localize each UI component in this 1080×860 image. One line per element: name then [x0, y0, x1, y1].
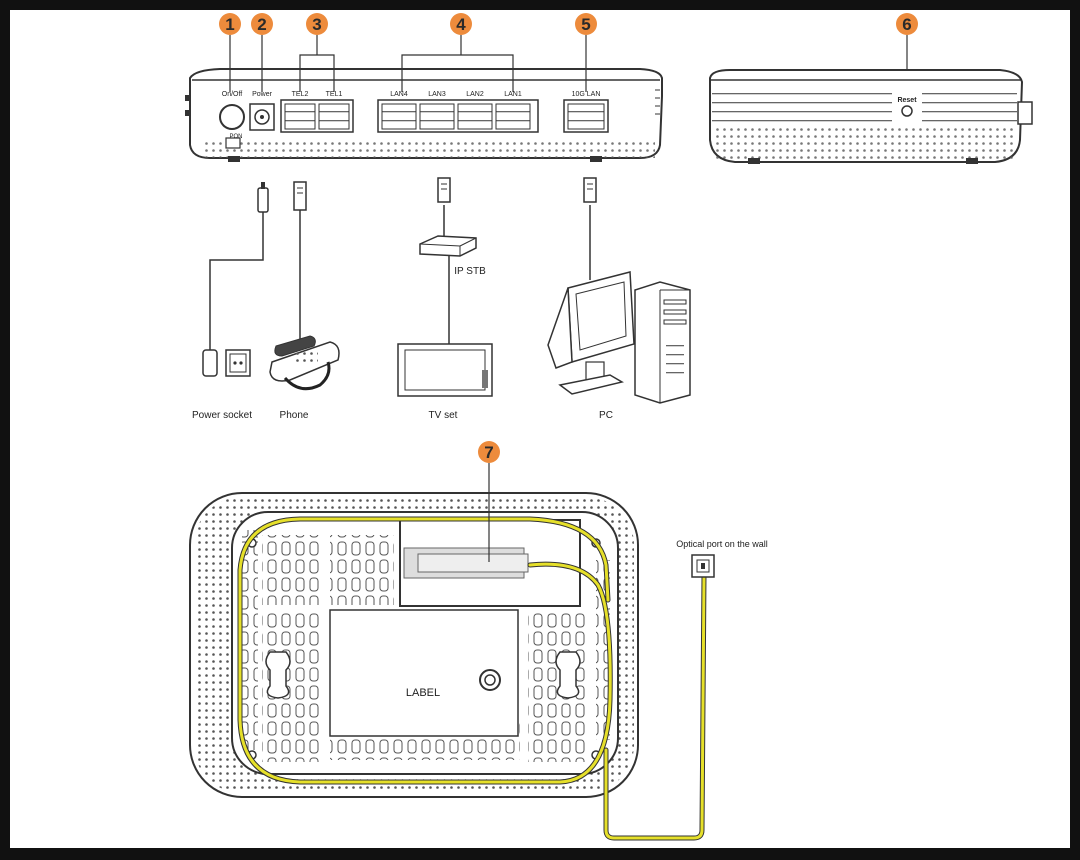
lan2-label: LAN2 — [466, 91, 484, 98]
callout-4: 4 — [450, 13, 472, 35]
svg-text:2: 2 — [257, 15, 266, 34]
lan1-label: LAN1 — [504, 91, 522, 98]
on-off-label: On/Off — [222, 91, 243, 98]
callout-7: 7 — [478, 441, 500, 463]
on-off-button — [219, 104, 245, 130]
side-panel: Reset — [709, 69, 1033, 164]
label-text: LABEL — [406, 687, 440, 699]
callout-2: 2 — [251, 13, 273, 35]
phone-plug-icon — [293, 181, 307, 211]
pon-label: PON — [229, 134, 242, 140]
frame-bottom-edge — [0, 848, 1080, 860]
frame-left-edge — [0, 0, 10, 860]
svg-text:7: 7 — [484, 443, 493, 462]
telephone-icon — [269, 335, 340, 391]
callout-5: 5 — [575, 13, 597, 35]
callout-6: 6 — [896, 13, 918, 35]
pc-icon — [547, 271, 691, 404]
svg-text:6: 6 — [902, 15, 911, 34]
power-plug-icon — [257, 182, 269, 213]
callout-3: 3 — [306, 13, 328, 35]
lan-ports — [377, 99, 539, 133]
svg-text:4: 4 — [456, 15, 466, 34]
callout-brackets — [229, 35, 908, 98]
ip-stb-label: IP STB — [454, 266, 486, 277]
frame-right-edge — [1070, 0, 1080, 860]
stb-plug-icon — [437, 177, 451, 203]
callout-1: 1 — [219, 13, 241, 35]
fiber-cable — [237, 516, 707, 841]
tv-set-label: TV set — [429, 410, 458, 421]
lan3-label: LAN3 — [428, 91, 446, 98]
tel2-label: TEL2 — [292, 91, 309, 98]
power-socket-label: Power socket — [192, 410, 252, 421]
connection-cables — [209, 205, 591, 350]
frame-top-edge — [0, 0, 1080, 10]
bottom-panel: LABEL — [189, 492, 639, 798]
front-panel: On/Off PON Power TEL2 TEL1 LAN4 LAN3 LAN… — [185, 68, 663, 162]
ip-stb-icon — [419, 235, 477, 257]
pc-plug-icon — [583, 177, 597, 203]
phone-label: Phone — [280, 410, 309, 421]
lan10g-port — [563, 99, 609, 133]
optical-wall-port-icon — [691, 554, 715, 578]
svg-text:5: 5 — [581, 15, 590, 34]
pc-label: PC — [599, 410, 613, 421]
power-socket-icon — [202, 349, 251, 377]
tel1-label: TEL1 — [326, 91, 343, 98]
reset-label: Reset — [897, 97, 917, 104]
power-label: Power — [252, 91, 273, 98]
svg-text:3: 3 — [312, 15, 321, 34]
tel-ports — [280, 99, 354, 133]
lan10g-label: 10G LAN — [572, 91, 601, 98]
tv-set-icon — [397, 343, 493, 397]
optical-port-label: Optical port on the wall — [676, 539, 768, 549]
svg-text:1: 1 — [225, 15, 234, 34]
reset-button — [901, 105, 913, 117]
lan4-label: LAN4 — [390, 91, 408, 98]
